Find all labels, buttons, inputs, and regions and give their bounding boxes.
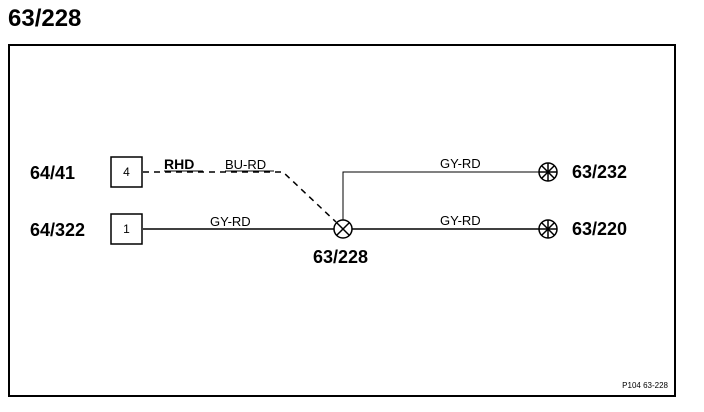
wire-label-bu-rd: BU-RD bbox=[225, 157, 266, 172]
terminal-label-63-232: 63/232 bbox=[572, 162, 627, 182]
wire-label-rhd: RHD bbox=[164, 156, 194, 172]
connector-box-64-322 bbox=[110, 213, 143, 245]
connector-label-64-322: 64/322 bbox=[30, 220, 85, 240]
page-title: 63/228 bbox=[8, 5, 81, 32]
wire-label-gy-rd-upper: GY-RD bbox=[440, 156, 481, 171]
wire-bu-rd-dashed bbox=[143, 171, 337, 223]
terminal-label-63-220: 63/220 bbox=[572, 219, 627, 239]
connector-pin-1: 1 bbox=[123, 222, 130, 236]
splice-symbol-icon bbox=[333, 219, 353, 239]
terminal-symbol-upper-icon bbox=[538, 162, 558, 182]
connector-box-64-41 bbox=[110, 156, 143, 188]
diagram-frame bbox=[8, 44, 676, 397]
connector-pin-4: 4 bbox=[123, 165, 130, 179]
reference-code: P104 63-228 bbox=[622, 381, 668, 390]
terminal-symbol-lower-icon bbox=[538, 219, 558, 239]
splice-label: 63/228 bbox=[313, 247, 368, 267]
connector-label-64-41: 64/41 bbox=[30, 163, 75, 183]
wire-label-gy-rd-lower: GY-RD bbox=[440, 213, 481, 228]
wire-label-gy-rd-left: GY-RD bbox=[210, 214, 251, 229]
wire-gy-rd-upper bbox=[342, 171, 539, 220]
